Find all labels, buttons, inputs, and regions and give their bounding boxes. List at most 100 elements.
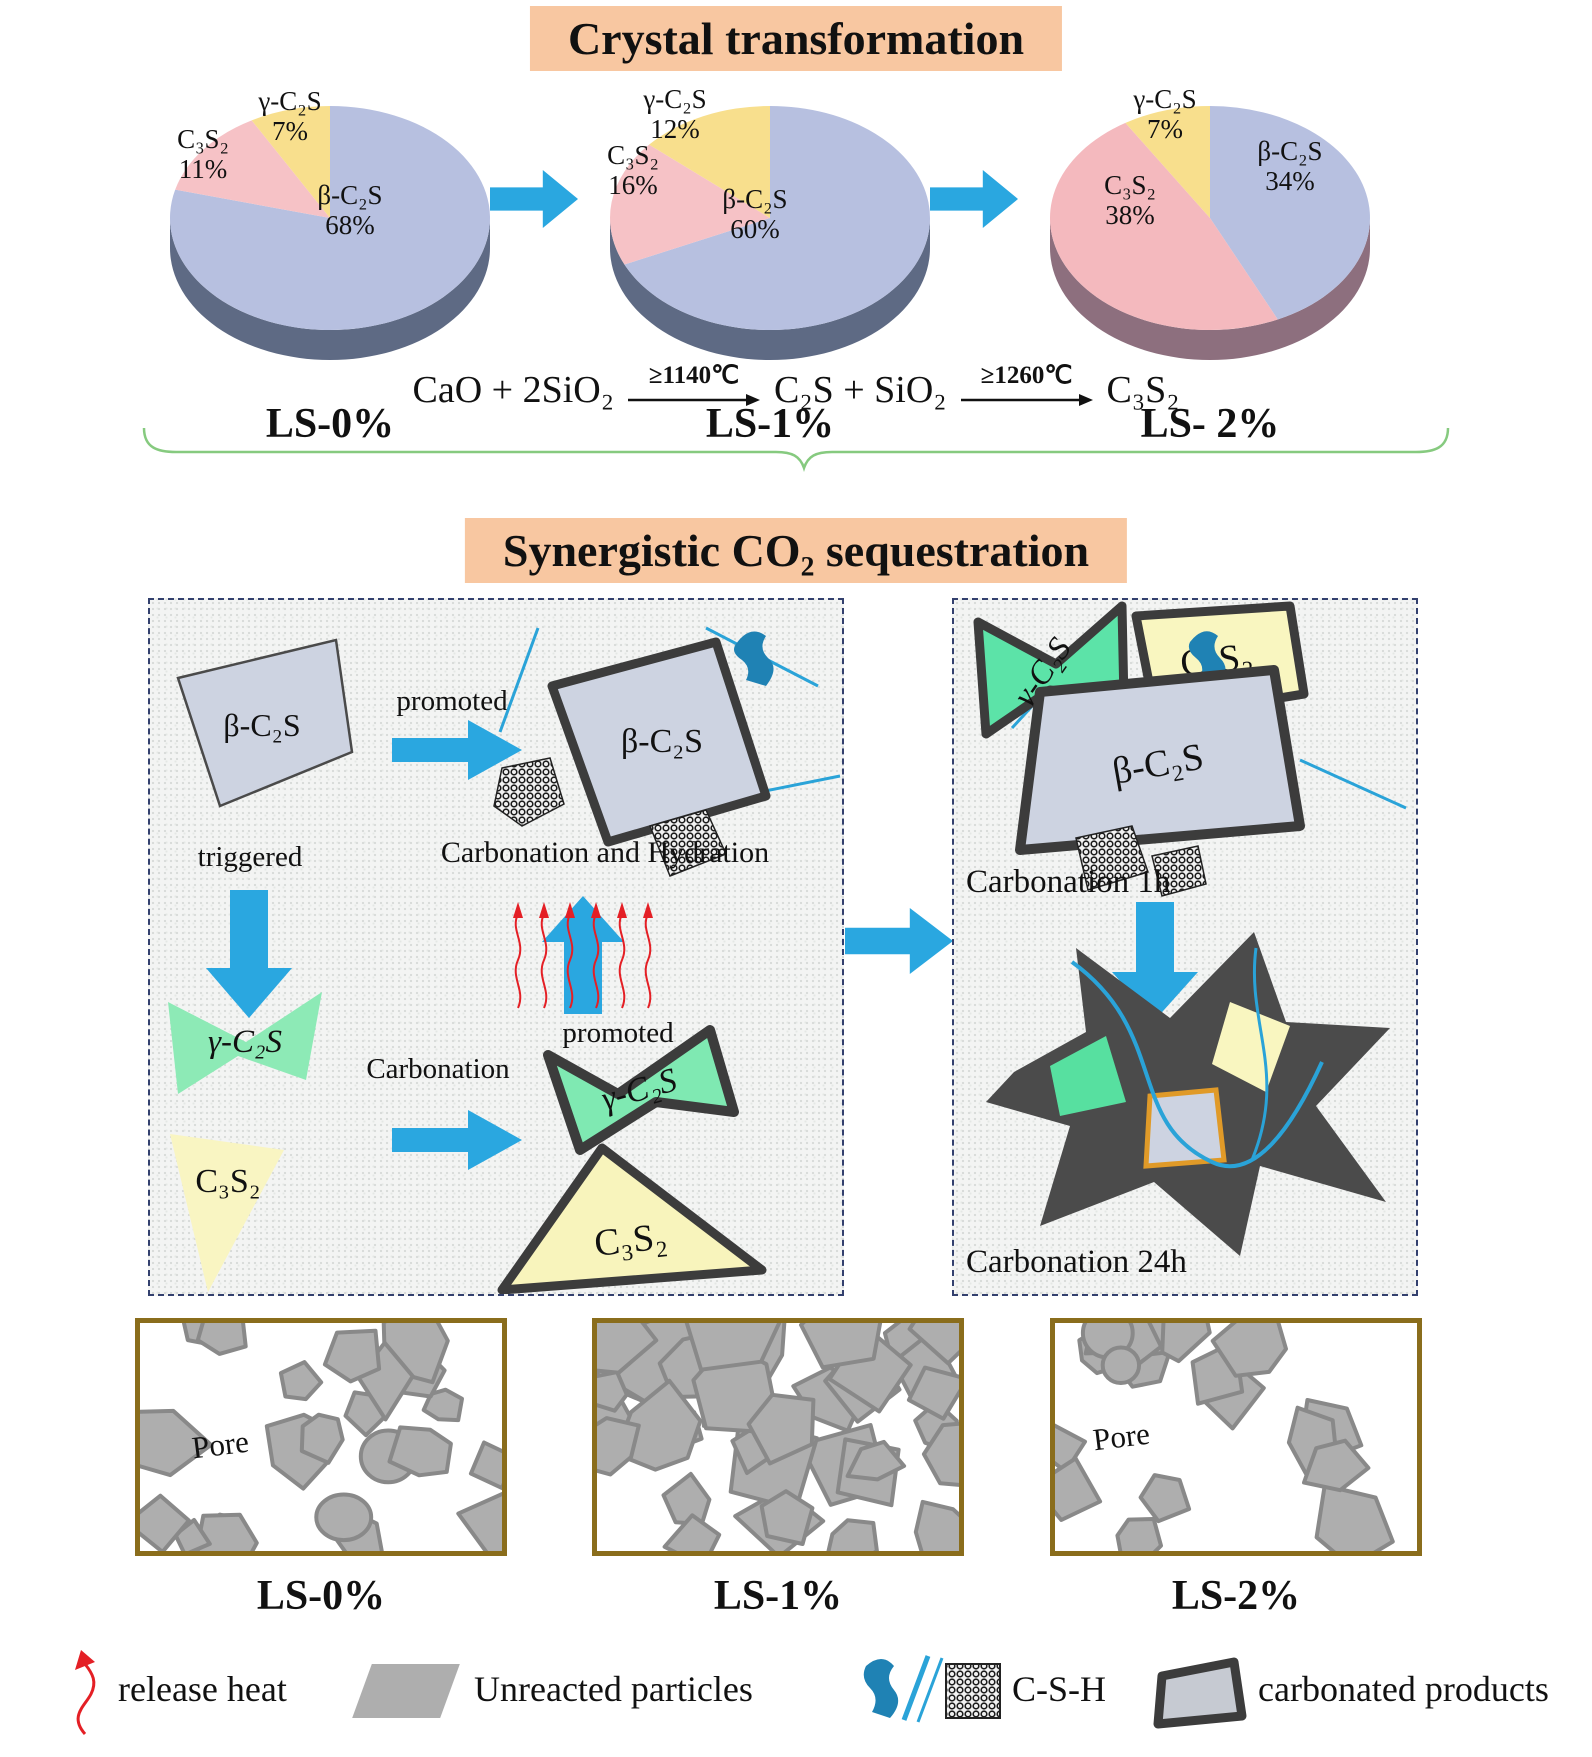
promoted-bottom-label: promoted (562, 1017, 674, 1049)
svg-text:β-C₂S: β-C₂S (223, 707, 300, 743)
micrograph-ls0: Pore (135, 1318, 507, 1556)
particle (845, 1439, 907, 1482)
particle (1138, 1473, 1192, 1524)
csh-cluster-icon (1075, 825, 1149, 891)
mechanism-left-drawing: β-C₂S promoted β-C₂S triggered Carbonati… (168, 626, 841, 1294)
particle (907, 1323, 959, 1366)
temperature-condition-2: ≥1260℃ (980, 362, 1073, 389)
carbonation-1h-cluster: γ-C₂S C₃S₂ β-C₂S (973, 601, 1407, 897)
particle (1302, 1438, 1371, 1493)
particle (278, 1360, 324, 1402)
synergistic-sequestration-banner: Synergistic CO₂ sequestration (464, 518, 1128, 583)
legend-carbonated-label: carbonated products (1258, 1669, 1549, 1709)
gamma-remnant (1050, 1036, 1126, 1116)
release-heat-icon (75, 1650, 96, 1735)
pie-chart-ls2 (1050, 106, 1370, 360)
particle (1055, 1456, 1103, 1522)
svg-text:C₃S₂: C₃S₂ (592, 1215, 669, 1264)
csh-cluster-icon (648, 809, 728, 877)
micrograph-ls2: Pore (1050, 1318, 1422, 1556)
temperature-condition-1: ≥1140℃ (648, 362, 740, 389)
heat-arrowhead-icon (565, 902, 575, 918)
particle (597, 1323, 659, 1375)
c3s2-remnant (1212, 1002, 1290, 1092)
reaction-equation: CaO + 2SiO₂ ≥1140℃ C₂S + SiO₂ ≥1260℃ C₃S… (0, 362, 1592, 414)
heat-squiggle-icon (540, 913, 548, 1009)
particle (799, 1323, 883, 1370)
svg-text:β-C₂S: β-C₂S (621, 723, 703, 760)
heat-squiggle-icon (566, 913, 574, 1009)
pie-slice (1050, 122, 1278, 330)
c3s2-carbonated-particle: C₃S₂ (497, 1143, 767, 1294)
pie-slice (251, 106, 330, 218)
particle (746, 1392, 816, 1466)
arrow-left-to-right-box (845, 908, 953, 974)
arrow-triggered-icon (206, 890, 292, 1018)
carbonation-24h-label: Carbonation 24h (966, 1244, 1187, 1280)
legend-unreacted-label: Unreacted particles (474, 1669, 753, 1709)
svg-text:γ-C₂S: γ-C₂S (208, 1024, 282, 1060)
mechanism-right-drawing: γ-C₂S C₃S₂ β-C₂S Carbonation 1h (966, 601, 1407, 1280)
equation-rhs: C₃S₂ (1106, 369, 1180, 411)
particle (684, 1323, 782, 1372)
mechanism-box-left: β-C₂S promoted β-C₂S triggered Carbonati… (148, 598, 844, 1296)
equation-mid: C₂S + SiO₂ (773, 369, 947, 411)
particle (322, 1328, 382, 1384)
heat-squiggle-icon (592, 913, 600, 1009)
reaction-arrow-2: ≥1260℃ (960, 360, 1093, 408)
pie2-title: LS- 2% (1140, 401, 1280, 447)
particle (906, 1365, 959, 1421)
heat-squiggle-icon (514, 913, 522, 1009)
particle (140, 1408, 213, 1478)
pie1-title: LS-1% (705, 401, 835, 447)
particle (597, 1370, 629, 1413)
particle (140, 1493, 191, 1551)
green-brace (142, 427, 1450, 472)
arrow-promoted-icon (392, 720, 522, 780)
pie-slice (624, 106, 930, 330)
carbonation-1h-label: Carbonation 1h (966, 864, 1171, 900)
mechanism-box-right: γ-C₂S C₃S₂ β-C₂S Carbonation 1h (952, 598, 1418, 1296)
pie-slice (1125, 106, 1210, 218)
gamma-c2s-source-particle: γ-C₂S (168, 992, 322, 1094)
particle (1314, 1483, 1395, 1551)
crystal-transformation-banner: Crystal transformation (529, 6, 1063, 71)
pore-label: Pore (1091, 1415, 1152, 1458)
beta-c2s-carbonated-particle: β-C₂S (493, 626, 841, 877)
particle-packing-ls1 (597, 1323, 959, 1551)
beta-c2s-particle: β-C₂S (1015, 665, 1305, 855)
equation-lhs: CaO + 2SiO₂ (412, 369, 614, 411)
pie-slice (1210, 106, 1370, 320)
reaction-arrow-1: ≥1140℃ (627, 360, 760, 408)
particle (1115, 1517, 1163, 1551)
micrograph-label-ls0: LS-0% (256, 1573, 386, 1619)
heat-squiggle-icon (618, 913, 626, 1009)
particle (913, 1499, 959, 1551)
arrow-line-icon (627, 394, 760, 406)
particle (468, 1440, 502, 1491)
triggered-label: triggered (198, 841, 303, 873)
pie0-title: LS-0% (265, 401, 395, 447)
particle (661, 1471, 712, 1526)
particle-packing-ls2 (1055, 1323, 1395, 1551)
heat-arrowhead-icon (643, 902, 653, 918)
beta-remnant (1143, 1087, 1227, 1169)
pie-chart-ls1 (610, 106, 930, 360)
carbonated-products-icon (1153, 1657, 1247, 1729)
carbonation-hydration-label: Carbonation and Hydration (441, 836, 769, 869)
pie-slice (170, 106, 491, 330)
particle (299, 1412, 345, 1465)
csh-ribbon-icon (734, 631, 774, 686)
pie-slice (175, 120, 330, 218)
particle (662, 1513, 722, 1551)
heat-squiggle-icon (644, 913, 652, 1009)
particle (759, 1489, 815, 1546)
